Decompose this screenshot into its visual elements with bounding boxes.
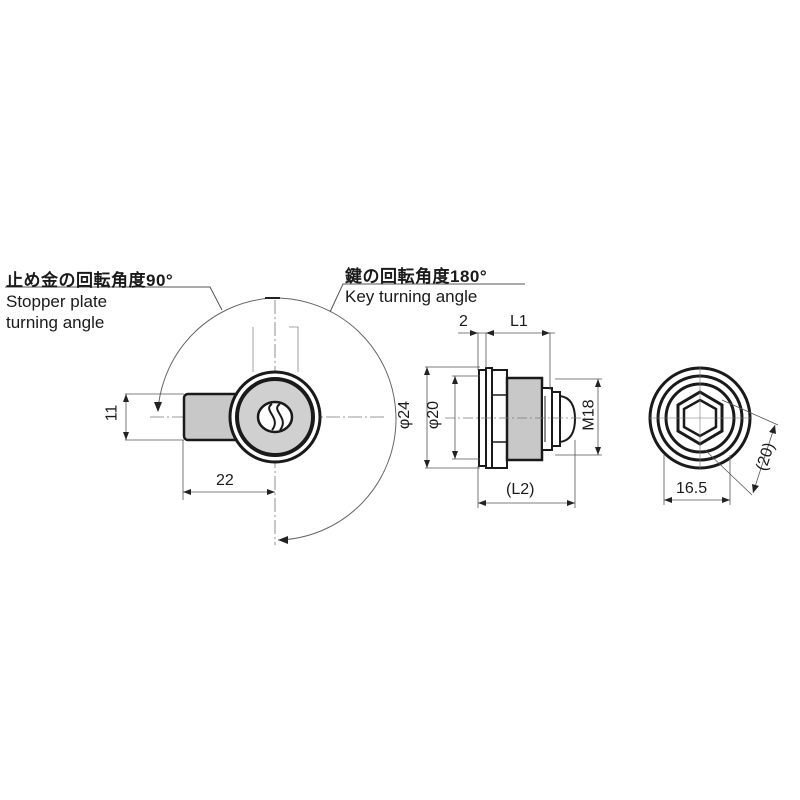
dim-phi20: φ20: [425, 400, 443, 430]
front-view: [5, 283, 525, 545]
dim-L2: (L2): [506, 481, 535, 498]
key-angle-jp-label: 鍵の回転角度180°: [345, 267, 488, 286]
rear-view: [648, 366, 779, 505]
key-angle-en-label: Key turning angle: [345, 287, 478, 306]
side-view: [424, 330, 602, 508]
dim-across-flats: 16.5: [676, 480, 708, 497]
dim-phi24: φ24: [396, 400, 414, 430]
stopper-angle-en-line1: Stopper plate: [6, 292, 108, 311]
dim-thread-M18: M18: [580, 399, 598, 431]
stopper-angle-en-line2: turning angle: [6, 313, 105, 332]
dim-stopper-length: 22: [216, 472, 234, 489]
dim-stopper-height: 11: [103, 404, 121, 422]
dim-flange-thickness: 2: [459, 313, 468, 330]
stopper-angle-jp-label: 止め金の回転角度90°: [6, 271, 174, 290]
dim-L1-text: L1: [510, 313, 528, 330]
dim-L1: L1: [510, 313, 528, 331]
